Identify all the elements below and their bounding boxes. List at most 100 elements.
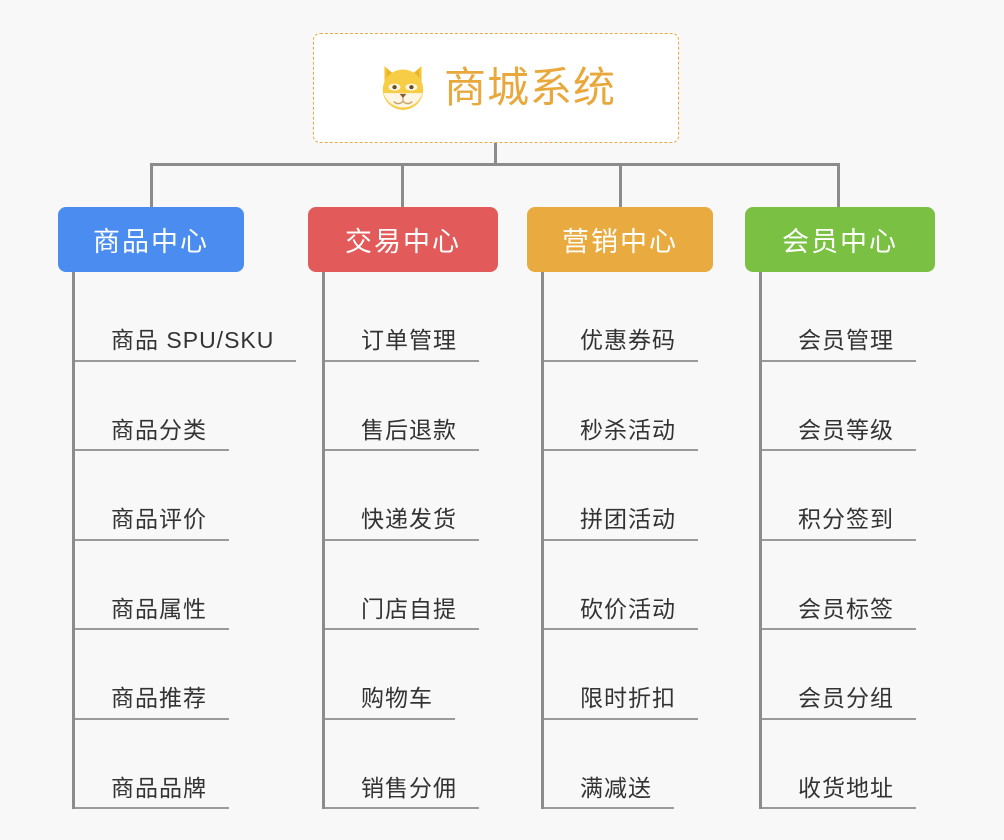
leaf-item[interactable]: 会员管理 (759, 272, 935, 362)
leaf-underline: 门店自提 (325, 595, 479, 630)
leaf-item[interactable]: 会员等级 (759, 362, 935, 451)
category-column-4: 会员中心 会员管理 会员等级 积分签到 会员标签 会员分组 收货地址 (745, 207, 935, 809)
leaf-item[interactable]: 商品分类 (72, 362, 244, 451)
leaf-item-label: 快递发货 (361, 506, 457, 533)
connector-drop-2 (401, 163, 404, 209)
leaf-underline: 销售分佣 (325, 774, 479, 809)
leaf-item[interactable]: 购物车 (322, 630, 498, 720)
connector-horizontal-bus (150, 163, 840, 166)
leaf-list-3: 优惠券码 秒杀活动 拼团活动 砍价活动 限时折扣 满减送 (541, 272, 713, 809)
leaf-item-label: 商品 SPU/SKU (111, 327, 275, 354)
category-header-label-3: 营销中心 (562, 227, 678, 257)
leaf-item-label: 商品评价 (111, 506, 207, 533)
leaf-underline: 商品属性 (75, 595, 229, 630)
leaf-underline: 满减送 (544, 774, 674, 809)
leaf-item[interactable]: 限时折扣 (541, 630, 713, 720)
category-header-1[interactable]: 商品中心 (58, 207, 244, 272)
leaf-spine-4 (759, 272, 762, 809)
leaf-underline: 购物车 (325, 685, 455, 720)
leaf-item-label: 商品分类 (111, 416, 207, 443)
leaf-underline: 商品推荐 (75, 685, 229, 720)
category-header-4[interactable]: 会员中心 (745, 207, 935, 272)
category-header-2[interactable]: 交易中心 (308, 207, 498, 272)
leaf-item[interactable]: 拼团活动 (541, 451, 713, 541)
leaf-item-label: 售后退款 (361, 416, 457, 443)
leaf-underline: 会员等级 (762, 416, 916, 451)
leaf-item-label: 拼团活动 (580, 506, 676, 533)
leaf-underline: 会员管理 (762, 327, 916, 362)
connector-root-stem (494, 143, 497, 165)
connector-drop-4 (837, 163, 840, 209)
leaf-item[interactable]: 订单管理 (322, 272, 498, 362)
category-header-3[interactable]: 营销中心 (527, 207, 713, 272)
leaf-item-label: 优惠券码 (580, 327, 676, 354)
leaf-item-label: 限时折扣 (580, 685, 676, 712)
leaf-list-4: 会员管理 会员等级 积分签到 会员标签 会员分组 收货地址 (759, 272, 935, 809)
category-header-label-2: 交易中心 (345, 227, 461, 257)
leaf-item[interactable]: 会员分组 (759, 630, 935, 720)
leaf-underline: 砍价活动 (544, 595, 698, 630)
leaf-item-label: 订单管理 (361, 327, 457, 354)
leaf-underline: 积分签到 (762, 506, 916, 541)
leaf-underline: 收货地址 (762, 774, 916, 809)
leaf-underline: 秒杀活动 (544, 416, 698, 451)
root-title: 商城系统 (443, 64, 616, 111)
leaf-underline: 商品 SPU/SKU (75, 327, 297, 362)
category-header-label-4: 会员中心 (782, 227, 898, 257)
leaf-item-label: 商品属性 (111, 595, 207, 622)
connector-drop-1 (150, 163, 153, 209)
category-column-2: 交易中心 订单管理 售后退款 快递发货 门店自提 购物车 销售分佣 (308, 207, 498, 809)
leaf-item-label: 门店自提 (361, 595, 457, 622)
leaf-item[interactable]: 门店自提 (322, 541, 498, 630)
leaf-list-2: 订单管理 售后退款 快递发货 门店自提 购物车 销售分佣 (322, 272, 498, 809)
leaf-item[interactable]: 砍价活动 (541, 541, 713, 630)
leaf-item[interactable]: 快递发货 (322, 451, 498, 541)
leaf-spine-3 (541, 272, 544, 809)
leaf-item-label: 砍价活动 (580, 595, 676, 622)
shiba-dog-face-icon (382, 66, 424, 110)
leaf-item[interactable]: 积分签到 (759, 451, 935, 541)
category-column-1: 商品中心 商品 SPU/SKU 商品分类 商品评价 商品属性 商品推荐 商品品牌 (58, 207, 297, 809)
leaf-item-label: 秒杀活动 (580, 416, 676, 443)
leaf-underline: 商品分类 (75, 416, 229, 451)
leaf-spine-1 (72, 272, 75, 809)
leaf-underline: 会员分组 (762, 685, 916, 720)
leaf-underline: 商品评价 (75, 506, 229, 541)
leaf-item[interactable]: 商品推荐 (72, 630, 244, 720)
leaf-underline: 商品品牌 (75, 775, 229, 809)
leaf-underline: 会员标签 (762, 595, 916, 630)
leaf-item-label: 会员标签 (798, 595, 894, 622)
leaf-item-label: 购物车 (361, 685, 433, 712)
leaf-underline: 限时折扣 (544, 685, 698, 720)
leaf-item[interactable]: 会员标签 (759, 541, 935, 630)
leaf-item-label: 会员管理 (798, 327, 894, 354)
leaf-item-label: 满减送 (580, 774, 652, 801)
leaf-underline: 拼团活动 (544, 506, 698, 541)
leaf-item[interactable]: 商品品牌 (72, 720, 244, 809)
leaf-item[interactable]: 优惠券码 (541, 272, 713, 362)
leaf-item-label: 收货地址 (798, 774, 894, 801)
leaf-item[interactable]: 满减送 (541, 720, 713, 809)
leaf-item[interactable]: 销售分佣 (322, 720, 498, 809)
category-header-label-1: 商品中心 (93, 227, 209, 257)
leaf-underline: 优惠券码 (544, 327, 698, 362)
leaf-list-1: 商品 SPU/SKU 商品分类 商品评价 商品属性 商品推荐 商品品牌 (72, 272, 297, 809)
leaf-spine-2 (322, 272, 325, 809)
connector-drop-3 (619, 163, 622, 209)
root-node[interactable]: 商城系统 (313, 33, 679, 143)
leaf-underline: 售后退款 (325, 416, 479, 451)
leaf-item-label: 商品推荐 (111, 685, 207, 712)
leaf-item-label: 会员等级 (798, 416, 894, 443)
category-column-3: 营销中心 优惠券码 秒杀活动 拼团活动 砍价活动 限时折扣 满减送 (527, 207, 713, 809)
leaf-item[interactable]: 商品评价 (72, 451, 244, 541)
leaf-item-label: 积分签到 (798, 506, 894, 533)
leaf-item[interactable]: 售后退款 (322, 362, 498, 451)
leaf-item[interactable]: 商品属性 (72, 541, 244, 630)
leaf-item[interactable]: 收货地址 (759, 720, 935, 809)
leaf-item[interactable]: 商品 SPU/SKU (72, 272, 297, 362)
leaf-item[interactable]: 秒杀活动 (541, 362, 713, 451)
leaf-item-label: 销售分佣 (361, 774, 457, 801)
leaf-item-label: 会员分组 (798, 685, 894, 712)
leaf-underline: 订单管理 (325, 327, 479, 362)
